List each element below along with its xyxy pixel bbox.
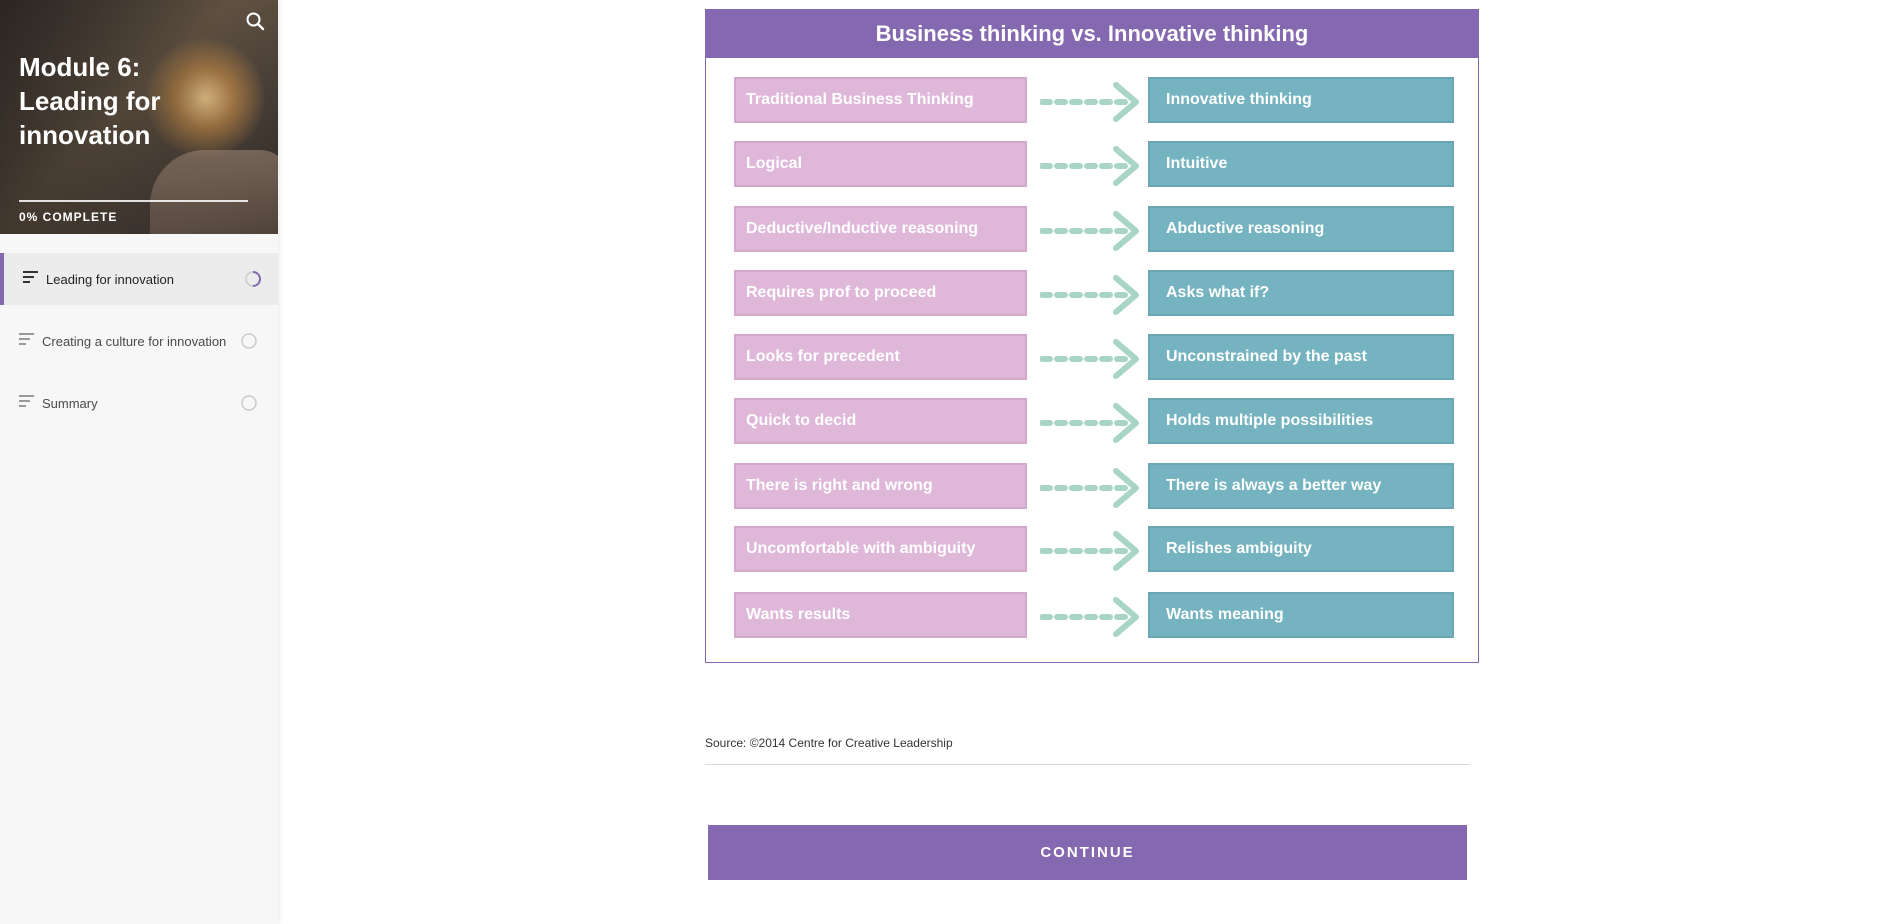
arrow-icon: [1040, 82, 1139, 122]
innovative-thinking-cell: Abductive reasoning: [1148, 206, 1454, 252]
comparison-row: Requires prof to proceed Asks what if?: [706, 270, 1478, 320]
innovative-thinking-cell: Holds multiple possibilities: [1148, 398, 1454, 444]
lines-icon: [19, 333, 34, 345]
business-thinking-cell: There is right and wrong: [734, 463, 1027, 509]
nav-item-leading-for-innovation[interactable]: Leading for innovation: [0, 253, 278, 305]
lesson-nav: Leading for innovation Creating a cultur…: [0, 253, 278, 439]
business-thinking-cell: Uncomfortable with ambiguity: [734, 526, 1027, 572]
innovative-thinking-cell: There is always a better way: [1148, 463, 1454, 509]
hero-overlay: [0, 0, 278, 234]
sidebar: Module 6: Leading for innovation 0% COMP…: [0, 0, 278, 924]
comparison-row: Looks for precedent Unconstrained by the…: [706, 334, 1478, 384]
business-thinking-cell: Quick to decid: [734, 398, 1027, 444]
search-icon[interactable]: [243, 9, 267, 33]
continue-button[interactable]: CONTINUE: [708, 825, 1467, 880]
comparison-row: Traditional Business Thinking Innovative…: [706, 77, 1478, 127]
innovative-thinking-cell: Intuitive: [1148, 141, 1454, 187]
empty-circle-icon: [241, 333, 257, 349]
innovative-thinking-cell: Asks what if?: [1148, 270, 1454, 316]
empty-circle-icon: [241, 395, 257, 411]
progress-label: 0% COMPLETE: [19, 210, 118, 224]
comparison-row: Wants results Wants meaning: [706, 592, 1478, 642]
nav-item-label: Leading for innovation: [46, 271, 174, 287]
arrow-icon: [1040, 275, 1139, 315]
business-thinking-cell: Deductive/Inductive reasoning: [734, 206, 1027, 252]
source-caption: Source: ©2014 Centre for Creative Leader…: [705, 736, 953, 750]
business-thinking-cell: Wants results: [734, 592, 1027, 638]
arrow-icon: [1040, 531, 1139, 571]
comparison-row: Logical Intuitive: [706, 141, 1478, 191]
arrow-icon: [1040, 597, 1139, 637]
arrow-icon: [1040, 146, 1139, 186]
innovative-thinking-cell: Unconstrained by the past: [1148, 334, 1454, 380]
business-thinking-cell: Traditional Business Thinking: [734, 77, 1027, 123]
lines-icon: [23, 271, 38, 283]
lines-icon: [19, 395, 34, 407]
innovative-thinking-cell: Wants meaning: [1148, 592, 1454, 638]
arrow-icon: [1040, 403, 1139, 443]
business-thinking-cell: Requires prof to proceed: [734, 270, 1027, 316]
innovative-thinking-cell: Innovative thinking: [1148, 77, 1454, 123]
comparison-row: There is right and wrong There is always…: [706, 463, 1478, 513]
business-thinking-cell: Looks for precedent: [734, 334, 1027, 380]
comparison-row: Deductive/Inductive reasoning Abductive …: [706, 206, 1478, 256]
divider: [705, 764, 1470, 765]
innovative-thinking-cell: Relishes ambiguity: [1148, 526, 1454, 572]
business-thinking-cell: Logical: [734, 141, 1027, 187]
comparison-infographic: Business thinking vs. Innovative thinkin…: [705, 9, 1479, 663]
module-title: Module 6: Leading for innovation: [19, 52, 161, 150]
infographic-title: Business thinking vs. Innovative thinkin…: [706, 10, 1478, 58]
module-hero: Module 6: Leading for innovation 0% COMP…: [0, 0, 278, 234]
nav-item-label: Creating a culture for innovation: [42, 333, 227, 349]
arrow-icon: [1040, 339, 1139, 379]
progress-bar: [19, 200, 248, 202]
nav-item-label: Summary: [42, 395, 98, 411]
arrow-icon: [1040, 211, 1139, 251]
nav-item-creating-a-culture[interactable]: Creating a culture for innovation: [0, 315, 278, 367]
comparison-row: Uncomfortable with ambiguity Relishes am…: [706, 526, 1478, 576]
nav-item-summary[interactable]: Summary: [0, 377, 278, 429]
comparison-row: Quick to decid Holds multiple possibilit…: [706, 398, 1478, 448]
arrow-icon: [1040, 468, 1139, 508]
progress-ring-icon: [245, 271, 261, 287]
